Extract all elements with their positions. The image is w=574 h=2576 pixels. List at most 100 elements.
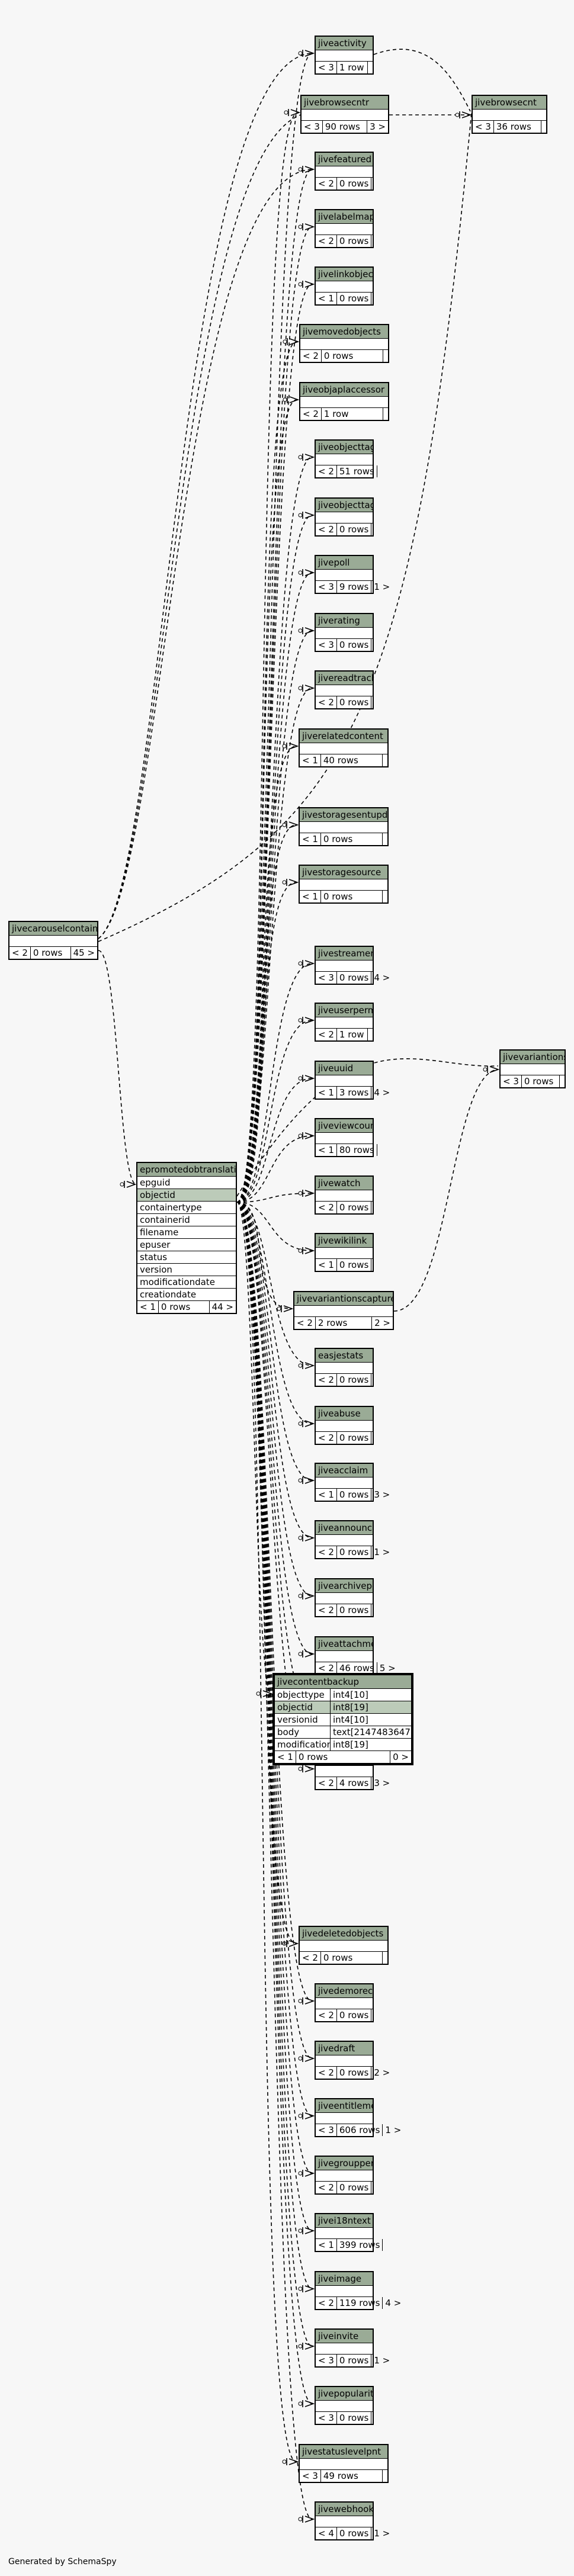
table-name[interactable]: jivewikilink	[316, 1234, 373, 1248]
table-name[interactable]: jivestoragesentupdate	[300, 808, 387, 822]
table-name[interactable]: jiveannounce	[316, 1521, 373, 1535]
table-name[interactable]: jiveuuid	[316, 1062, 373, 1075]
table-name[interactable]: jiveobjecttag	[316, 441, 373, 454]
table-name[interactable]: jivegroupperm	[316, 2157, 373, 2170]
table-jiveobjecttagset[interactable]: jiveobjecttagset< 20 rows	[315, 497, 374, 537]
table-jiveviewcount[interactable]: jiveviewcount< 180 rows	[315, 1118, 377, 1157]
relationship-line	[236, 112, 299, 1203]
table-name[interactable]: jivevariantionscapturedbinary	[501, 1051, 565, 1064]
table-name[interactable]: jiveuserperm	[316, 1004, 373, 1017]
table-name[interactable]: jivepopularity	[316, 2387, 373, 2401]
table-name[interactable]: jiveobjaplaccessor	[300, 383, 388, 397]
table-jivepopularity[interactable]: jivepopularity< 30 rows	[315, 2386, 374, 2425]
table-name[interactable]: jivefeatured	[316, 153, 373, 166]
table-name[interactable]: jivearchivepolicy	[316, 1579, 373, 1593]
table-name[interactable]: jivebrowsecnt	[473, 96, 546, 110]
table-name[interactable]: jivecontentbackup	[275, 1675, 411, 1689]
parent-count: < 3	[501, 1075, 522, 1087]
table-name[interactable]: jiveattachment	[316, 1637, 373, 1651]
relationship-line	[98, 169, 314, 939]
table-name[interactable]: jivedemoreco	[316, 1984, 373, 1998]
table-epromotedobtranslation[interactable]: epromotedobtranslationepguidobjectidcont…	[136, 1162, 237, 1314]
column-name: objectid	[277, 1702, 313, 1713]
table-name[interactable]: jiveimage	[316, 2272, 373, 2286]
table-name[interactable]: jivedraft	[316, 2042, 373, 2055]
table-jivegroupperm[interactable]: jivegroupperm< 20 rows	[315, 2156, 374, 2195]
table-name[interactable]: jiveentitlement	[316, 2099, 373, 2113]
table-name[interactable]: jivestreamentry	[316, 947, 373, 961]
table-name[interactable]: jiveobjecttagset	[316, 499, 373, 512]
crowfoot-marker	[302, 50, 315, 57]
table-name[interactable]: jivemovedobjects	[300, 325, 388, 339]
table-jivestoragesentupdate[interactable]: jivestoragesentupdate< 10 rows	[299, 807, 389, 846]
parent-count: < 2	[316, 2182, 337, 2193]
table-jivearchivepolicy[interactable]: jivearchivepolicy< 20 rows	[315, 1578, 374, 1617]
relationship-line	[236, 226, 313, 1203]
table-name[interactable]: jivereadtracker	[316, 672, 373, 685]
column-name: modificationdate	[140, 1277, 215, 1287]
table-name[interactable]: epromotedobtranslation	[137, 1163, 236, 1177]
table-name[interactable]: jiveinvite	[316, 2330, 373, 2343]
table-name[interactable]: jiveacclaim	[316, 1464, 373, 1477]
table-name[interactable]: jivei18ntext	[316, 2214, 373, 2228]
table-name[interactable]: jivebrowsecntr	[302, 96, 388, 110]
table-jivereadtracker[interactable]: jivereadtracker< 20 rows	[315, 670, 374, 709]
table-name[interactable]: jiverating	[316, 614, 373, 628]
table-columns-placeholder	[316, 2228, 373, 2239]
table-jivevariantionscapturedbinary[interactable]: jivevariantionscapturedbinary< 30 rows	[499, 1049, 566, 1088]
table-name[interactable]: jiveviewcount	[316, 1119, 373, 1133]
table-name[interactable]: jivelinkobject	[316, 268, 373, 281]
table-name[interactable]: jivepoll	[316, 556, 373, 570]
table-name[interactable]: jivestatuslevelpnt	[300, 2445, 387, 2459]
table-name[interactable]: jivevariantionscapturedbin	[294, 1292, 393, 1306]
table-name[interactable]: easjestats	[316, 1349, 373, 1363]
relationship-line	[236, 53, 313, 1203]
table-columns-placeholder	[316, 2343, 373, 2355]
table-name[interactable]: jivewatch	[316, 1177, 373, 1190]
table-name[interactable]: jivecarouselcontainer	[9, 922, 97, 936]
table-name[interactable]: jivelabelmap	[316, 210, 373, 224]
table-name[interactable]: jivedeletedobjects	[300, 1927, 387, 1941]
table-name[interactable]: jivestoragesource	[300, 866, 387, 879]
table-name[interactable]: jiveactivity	[316, 37, 373, 50]
table-name[interactable]: jiverelatedcontent	[300, 730, 387, 743]
table-name[interactable]: jiveabuse	[316, 1407, 373, 1421]
table-name[interactable]: jivewebhook	[316, 2503, 373, 2516]
